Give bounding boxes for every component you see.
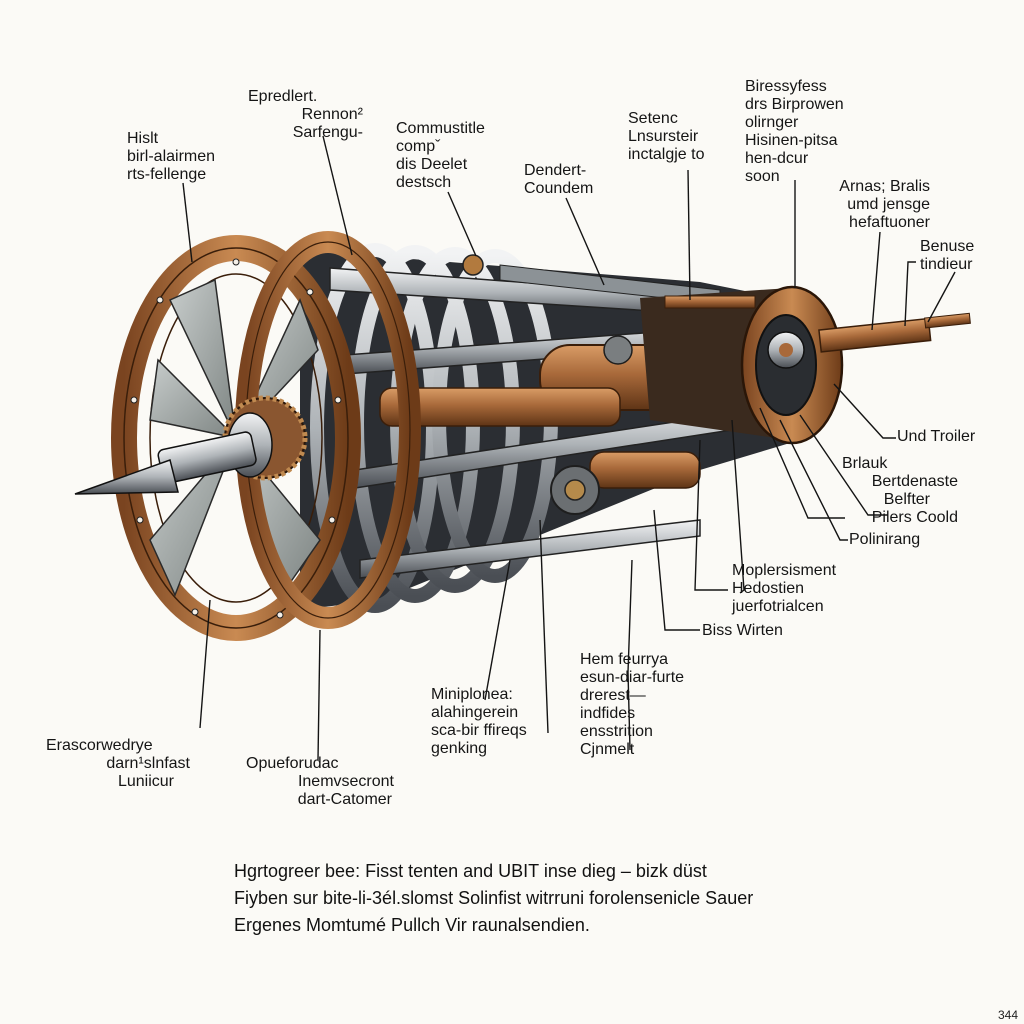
callout-line: Lnsursteir [628,128,699,145]
callout-arnas: Arnas; Bralis umd jensge hefaftuoner [800,178,930,232]
callout-line: Belfter [883,491,930,508]
callout-line: Dendert- [524,162,587,179]
callout-line: Inemvsecront [297,773,394,790]
callout-line: Hisinen-pitsa [745,132,838,149]
callout-line: Und Troiler [897,428,976,445]
callout-setenc: Setenc Lnsursteir inctalgje to [628,110,705,164]
callout-line: sca-bir ffireqs [431,722,527,739]
callout-hem-feurrya: Hem feurrya esun-diar-furte drerest— ind… [580,651,684,759]
callout-line: juerfotrialcen [732,598,824,615]
callout-benuse: Benuse tindieur [920,238,974,274]
callout-line: Biressyfess [745,78,827,95]
callout-line: umd jensge [847,196,930,213]
callout-line: hen-dcur [745,150,809,167]
callout-line: Benuse [920,238,975,255]
callout-biss-wirten: Biss Wirten [702,622,783,640]
leader-lines [182,135,956,761]
callout-line: Bertdenaste [871,473,958,490]
callout-line: esun-diar-furte [580,669,685,686]
callout-epredlert: Epredlert. Rennon² Sarfengu- [238,88,363,142]
rear-end-cap [640,285,844,445]
caption-line: Ergenes Momtumé Pullch Vir raunalsendien… [234,915,590,935]
caption-line: Hgrtogreer bee: Fisst tenten and UBIT in… [234,861,707,881]
callout-line: Commustitle [396,120,485,137]
callout-line: hefaftuoner [849,214,930,231]
callout-line: Epredlert. [248,88,318,105]
output-shaft [664,295,971,353]
callout-line: Brlauk [842,455,888,472]
callout-und-troiler: Und Troiler [897,428,975,446]
callout-line: Erascorwedrye [46,737,153,754]
callout-line: destsch [396,174,452,191]
callout-line: Polinirang [849,531,921,548]
callout-line: Cjnmelt [580,741,635,758]
callout-line: Sarfengu- [292,124,363,141]
callout-line: soon [745,168,780,185]
callout-line: Biss Wirten [702,622,783,639]
callout-line: birl-alairmen [127,148,216,165]
callout-line: Hem feurrya [580,651,669,668]
callout-line: Coundem [524,180,594,197]
callout-moplersisment: Moplersisment Hedostien juerfotrialcen [732,562,836,616]
callout-erascorwedrye: Erascorwedrye darn¹slnfast Luniicur [40,737,190,791]
caption-line: Fiyben sur bite-li-3él.slomst Solinfist … [234,888,754,908]
callout-line: Luniicur [117,773,174,790]
callout-line: alahingerein [431,704,519,721]
callout-line: Arnas; Bralis [839,178,930,195]
callout-line: Setenc [628,110,678,127]
callout-line: genking [431,740,488,757]
callout-line: tindieur [920,256,973,273]
callout-line: Moplersisment [732,562,837,579]
callout-commustitle: Commustitle compˇ dis Deelet destsch [396,120,485,192]
lower-bearing [589,451,701,489]
callout-polinirang: Polinirang [849,531,920,549]
callout-line: olirnger [745,114,799,131]
callout-miniplonea: Miniplonea: alahingerein sca-bir ffireqs… [431,686,527,758]
callout-line: ensstrition [580,723,653,740]
callout-line: Rennon² [301,106,363,123]
callout-line: compˇ [396,138,441,155]
callout-hislt: Hislt birl-alairmen rts-fellenge [127,130,215,184]
callout-line: drs Birprowen [745,96,844,113]
callout-line: Pilers Coold [871,509,958,526]
callout-dendert: Dendert- Coundem [524,162,593,198]
callout-line: Hedostien [732,580,805,597]
callout-brlauk: Brlauk Bertdenaste Belfter Pilers Coold [822,455,958,527]
callout-line: drerest— [580,687,646,704]
callout-line: inctalgje to [628,146,705,163]
callout-opueforudac: Opueforudac Inemvsecront dart-Catomer [232,755,394,809]
callout-line: indfides [580,705,636,722]
callout-line: rts-fellenge [127,166,207,183]
callout-line: dart-Catomer [297,791,392,808]
callout-biressyfess: Biressyfess drs Birprowen olirnger Hisin… [745,78,844,186]
callout-line: darn¹slnfast [106,755,190,772]
callout-line: Hislt [127,130,159,147]
callout-line: Miniplonea: [431,686,513,703]
figure-caption: Hgrtogreer bee: Fisst tenten and UBIT in… [234,858,753,939]
callout-line: Opueforudac [246,755,339,772]
page-number: 344 [997,1008,1018,1022]
front-hub [74,395,308,495]
nose-cone [74,459,179,495]
callout-line: dis Deelet [396,156,468,173]
